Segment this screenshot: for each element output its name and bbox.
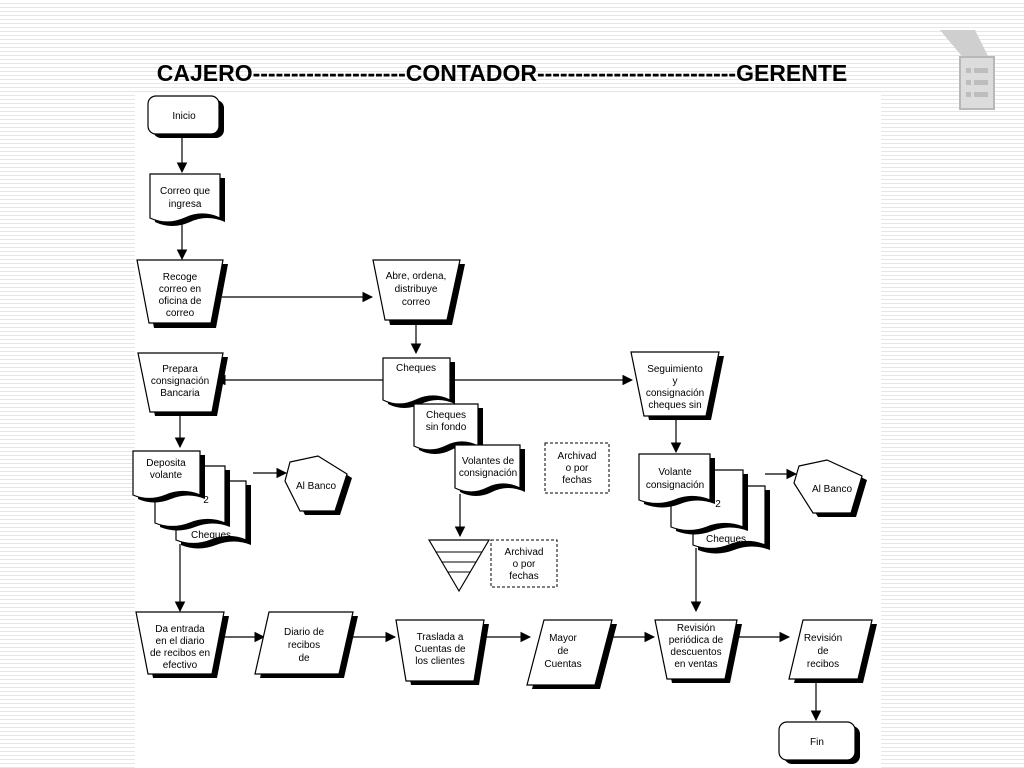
revision-periodica-line-4: en ventas — [674, 659, 717, 670]
fin-terminator: Fin — [778, 721, 860, 764]
seguimiento-line-3: consignación — [646, 388, 704, 399]
al-banco-right-label: Al Banco — [812, 484, 852, 495]
volantes-line-2: consignación — [459, 468, 517, 479]
archivado-annotation-1: Archivad o por fechas — [544, 442, 610, 494]
archivado-1-line-3: fechas — [562, 475, 591, 486]
revision-recibos-data-shape: Revisión de recibos — [788, 619, 877, 683]
stack-left-number: 2 — [203, 495, 209, 506]
archivado-annotation-2: Archivad o por fechas — [490, 539, 558, 588]
da-entrada-line-4: efectivo — [163, 660, 198, 671]
prepara-line-1: Prepara — [162, 364, 198, 375]
cheques-sin-fondo-line-1: Cheques — [426, 410, 466, 421]
deposita-line-1: Deposita — [146, 458, 186, 469]
archivado-2-line-1: Archivad — [505, 547, 544, 558]
cheques-sin-fondo-line-2: sin fondo — [426, 422, 467, 433]
revision-periodica-line-3: descuentos — [670, 647, 721, 658]
diario-line-3: de — [298, 653, 310, 664]
traslada-line-2: Cuentas de — [414, 644, 466, 655]
archive-storage-triangle — [427, 539, 491, 593]
abre-line-3: correo — [402, 297, 431, 308]
mayor-data-shape: Mayor de Cuentas — [526, 619, 617, 689]
volante-consignacion-document-stack: Cheques 2 Volante consignación — [638, 453, 770, 554]
archivado-1-line-1: Archivad — [558, 451, 597, 462]
diario-data-shape: Diario de recibos de — [254, 611, 358, 678]
traslada-line-3: los clientes — [415, 656, 464, 667]
volantes-document: Volantes de consignación — [454, 444, 525, 496]
seguimiento-manual-operation: Seguimiento y consignación cheques sin — [630, 351, 724, 420]
stack-right-number: 2 — [715, 499, 721, 510]
seguimiento-line-2: y — [673, 376, 678, 387]
mayor-line-2: de — [557, 646, 569, 657]
abre-line-2: distribuye — [395, 284, 438, 295]
diario-line-1: Diario de — [284, 627, 324, 638]
page-title: CAJERO--------------------CONTADOR------… — [156, 60, 848, 86]
correo-ingresa-line-1: Correo que — [160, 186, 210, 197]
deposita-document-stack: Cheques 2 Deposita volante — [132, 450, 251, 549]
recoge-line-3: oficina de — [159, 296, 202, 307]
archivado-2-line-2: o por — [513, 559, 536, 570]
da-entrada-manual-operation: Da entrada en el diario de recibos en ef… — [135, 611, 229, 678]
recoge-line-1: Recoge — [163, 272, 198, 283]
correo-ingresa-line-2: ingresa — [169, 199, 202, 210]
abre-manual-operation: Abre, ordena, distribuye correo — [372, 259, 465, 325]
traslada-line-1: Traslada a — [417, 632, 464, 643]
revision-recibos-line-3: recibos — [807, 659, 839, 670]
revision-recibos-line-1: Revisión — [804, 633, 842, 644]
archivado-2-line-3: fechas — [509, 571, 538, 582]
revision-periodica-manual-operation: Revisión periódica de descuentos en vent… — [654, 619, 742, 683]
al-banco-left-connector: Al Banco — [284, 455, 352, 515]
revision-periodica-line-2: periódica de — [669, 635, 724, 646]
mayor-line-3: Cuentas — [544, 659, 581, 670]
deposita-line-2: volante — [150, 470, 183, 481]
recoge-line-2: correo en — [159, 284, 201, 295]
inicio-label: Inicio — [172, 111, 196, 122]
diagram-area — [135, 95, 881, 768]
archivado-1-line-2: o por — [566, 463, 589, 474]
cheques-document: Cheques — [382, 357, 455, 408]
volantes-line-1: Volantes de — [462, 456, 515, 467]
fin-label: Fin — [810, 737, 824, 748]
revision-recibos-line-2: de — [817, 646, 829, 657]
prepara-manual-operation: Prepara consignación Bancaria — [137, 352, 228, 416]
seguimiento-line-4: cheques sin — [648, 400, 701, 411]
prepara-line-2: consignación — [151, 376, 209, 387]
traslada-manual-operation: Traslada a Cuentas de los clientes — [395, 619, 489, 685]
diario-line-2: recibos — [288, 640, 320, 651]
da-entrada-line-3: de recibos en — [150, 648, 210, 659]
stack-right-cheques-label: Cheques — [706, 534, 746, 545]
revision-periodica-line-1: Revisión — [677, 623, 715, 634]
inicio-terminator: Inicio — [147, 95, 224, 138]
prepara-line-3: Bancaria — [160, 388, 200, 399]
al-banco-left-label: Al Banco — [296, 481, 336, 492]
mayor-line-1: Mayor — [549, 633, 577, 644]
al-banco-right-connector: Al Banco — [793, 459, 867, 517]
recoge-manual-operation: Recoge correo en oficina de correo — [136, 259, 228, 328]
volante-consig-line-2: consignación — [646, 480, 704, 491]
stack-left-cheques-label: Cheques — [191, 530, 231, 541]
recoge-line-4: correo — [166, 308, 195, 319]
da-entrada-line-2: en el diario — [156, 636, 205, 647]
cheques-label: Cheques — [396, 363, 436, 374]
da-entrada-line-1: Da entrada — [155, 624, 205, 635]
correo-ingresa-document: Correo que ingresa — [149, 173, 225, 226]
abre-line-1: Abre, ordena, — [386, 271, 447, 282]
seguimiento-line-1: Seguimiento — [647, 364, 703, 375]
volante-consig-line-1: Volante — [658, 467, 692, 478]
